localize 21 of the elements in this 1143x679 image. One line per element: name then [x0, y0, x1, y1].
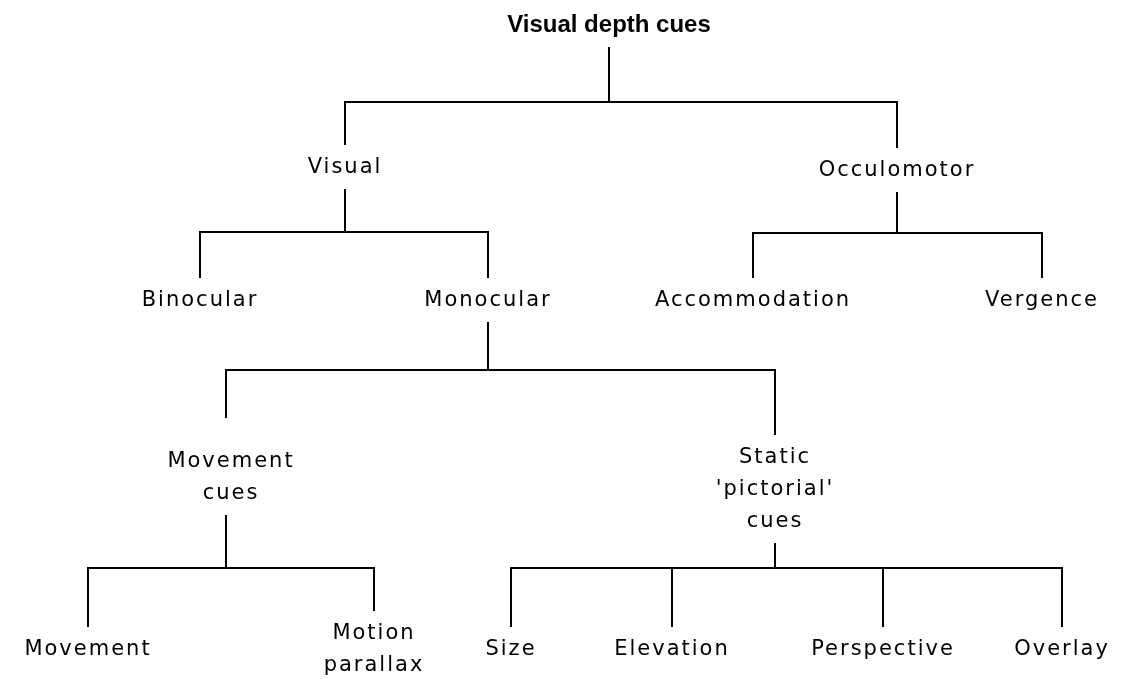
category-label: Size [485, 632, 537, 664]
category-label: Static 'pictorial' cues [700, 440, 850, 536]
category-label: Elevation [614, 632, 730, 664]
category-label: Visual [307, 150, 383, 182]
category-label: Perspective [811, 632, 955, 664]
category-label: Movement cues [156, 444, 306, 508]
connector-line [896, 191, 1043, 279]
category-label: Occulomotor [818, 153, 976, 185]
category-label: Motion parallax [314, 616, 434, 679]
category-label: Vergence [985, 283, 1099, 315]
category-label: Monocular [424, 283, 552, 315]
category-label: Accommodation [654, 283, 852, 315]
connector-line [344, 188, 489, 279]
category-label: Movement [24, 632, 152, 664]
root-label: Visual depth cues [507, 8, 711, 40]
category-label: Binocular [141, 283, 259, 315]
connector-line [225, 514, 375, 612]
connector-line [487, 321, 776, 436]
connector-line [608, 46, 898, 149]
category-label: Overlay [1014, 632, 1110, 664]
connector-line [774, 542, 1063, 628]
